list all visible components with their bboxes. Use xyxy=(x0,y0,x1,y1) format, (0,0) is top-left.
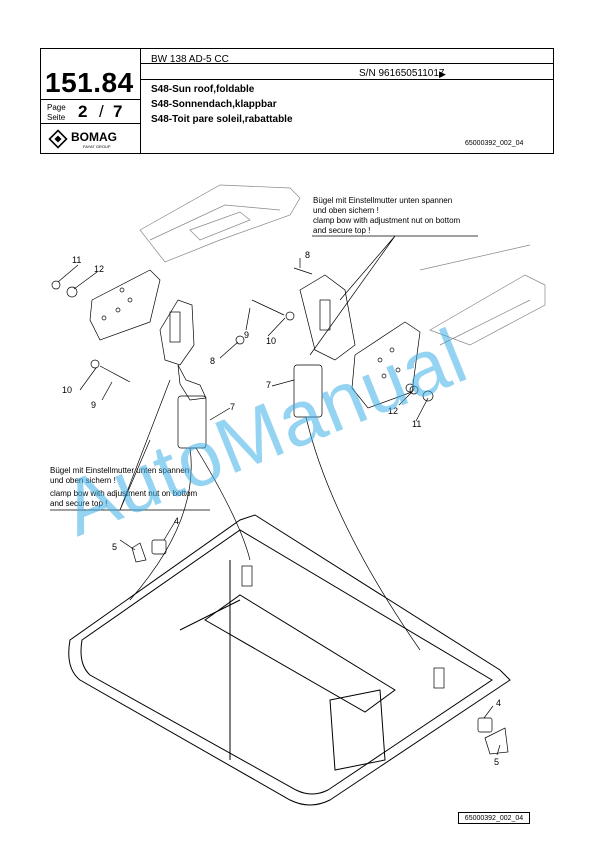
note-left-line-2: und oben sichern ! xyxy=(50,476,116,485)
callout-7-right: 7 xyxy=(266,380,271,390)
brand-name: BOMAG xyxy=(71,130,117,144)
left-hinge-bracket xyxy=(89,269,207,401)
note-left-arrows xyxy=(119,379,171,511)
title-de: S48-Sonnendach,klappbar xyxy=(151,99,277,110)
catalog-number: 151.84 xyxy=(45,67,134,98)
page-label-en: Page xyxy=(47,103,66,112)
page-label-de: Seite xyxy=(47,113,66,122)
serial-arrow-icon[interactable]: ▶ xyxy=(439,69,446,79)
serial-number: S/N 961650511017 xyxy=(359,68,445,79)
doc-id: 65000392_002_04 xyxy=(465,140,524,147)
callout-10-right: 10 xyxy=(266,336,276,346)
page-total: 7 xyxy=(113,102,123,121)
right-strap xyxy=(293,364,421,651)
left-clip xyxy=(131,539,253,587)
model-name: BW 138 AD-5 CC xyxy=(151,54,229,65)
roof-rail-right xyxy=(419,244,546,346)
exploded-view-drawing: Bügel mit Einstellmutter unten spannen u… xyxy=(50,184,546,806)
title-fr: S48-Toit pare soleil,rabattable xyxy=(151,114,293,125)
callout-4-right: 4 xyxy=(496,698,501,708)
fasteners xyxy=(51,267,434,402)
title-en: S48-Sun roof,foldable xyxy=(151,84,255,95)
note-top-arrows xyxy=(309,235,396,356)
title-block-rule xyxy=(41,99,140,100)
left-strap xyxy=(129,395,251,601)
brand-sub: FAYAT GROUP xyxy=(83,144,111,149)
callout-8-right: 8 xyxy=(305,250,310,260)
note-top-line-3: clamp bow with adjustment nut on bottom xyxy=(313,216,461,225)
callout-4-left: 4 xyxy=(174,516,179,526)
title-block-rule xyxy=(140,63,553,64)
note-left-line-3: clamp bow with adjustment nut on bottom xyxy=(50,489,198,498)
title-block-rule xyxy=(140,79,553,80)
page-current: 2 xyxy=(78,102,88,121)
title-block: 151.84 Page Seite 2 / 7 BOMAG FAYAT GROU… xyxy=(40,48,554,154)
note-left-line-1: Bügel mit Einstellmutter unten spannen xyxy=(50,466,189,475)
callout-12-right: 12 xyxy=(388,406,398,416)
footer-doc-id: 65000392_002_04 xyxy=(458,812,530,824)
callout-9-right: 9 xyxy=(244,330,249,340)
note-top-line-1: Bügel mit Einstellmutter unten spannen xyxy=(313,196,452,205)
callout-11-right: 11 xyxy=(412,419,421,429)
page-separator: / xyxy=(99,102,104,121)
note-top-line-4: and secure top ! xyxy=(313,226,370,235)
bomag-logo: BOMAG FAYAT GROUP xyxy=(48,129,117,149)
title-block-rule xyxy=(41,123,140,124)
callout-10-left: 10 xyxy=(62,385,72,395)
callout-9-left: 9 xyxy=(91,400,96,410)
callout-5-right: 5 xyxy=(494,757,499,767)
title-block-divider xyxy=(140,49,141,153)
callout-7-left: 7 xyxy=(230,402,235,412)
roof-frame xyxy=(68,514,511,806)
callout-8-left: 8 xyxy=(210,356,215,366)
callout-5-left: 5 xyxy=(112,542,117,552)
right-clip xyxy=(433,667,509,755)
roof-rail-top xyxy=(139,184,301,263)
note-left-line-4: and secure top ! xyxy=(50,499,107,508)
note-top-line-2: und oben sichern ! xyxy=(313,206,379,215)
callout-12-left: 12 xyxy=(94,264,104,274)
callout-11-left: 11 xyxy=(72,255,81,265)
